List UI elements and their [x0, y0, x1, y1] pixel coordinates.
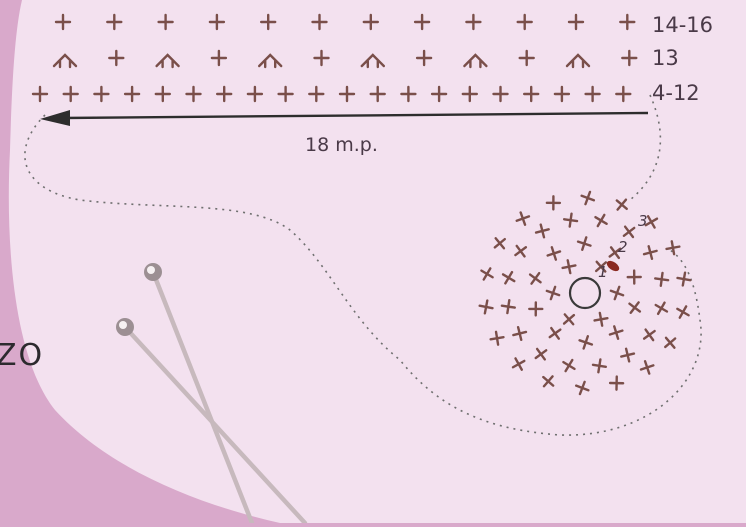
row-label-4-12: 4-12 — [652, 81, 700, 105]
round-label: 2 — [618, 238, 628, 256]
row-label-14-16: 14-16 — [652, 13, 713, 37]
round-label: 1 — [598, 263, 608, 281]
needle-2-knob-highlight — [119, 321, 127, 329]
row-label-13: 13 — [652, 46, 679, 70]
pattern-panel — [9, 0, 746, 523]
needle-1-knob-highlight — [147, 266, 155, 274]
side-text: ZO — [0, 338, 44, 373]
chain-label: 18 m.p. — [305, 134, 378, 156]
round-label: 3 — [638, 212, 648, 230]
